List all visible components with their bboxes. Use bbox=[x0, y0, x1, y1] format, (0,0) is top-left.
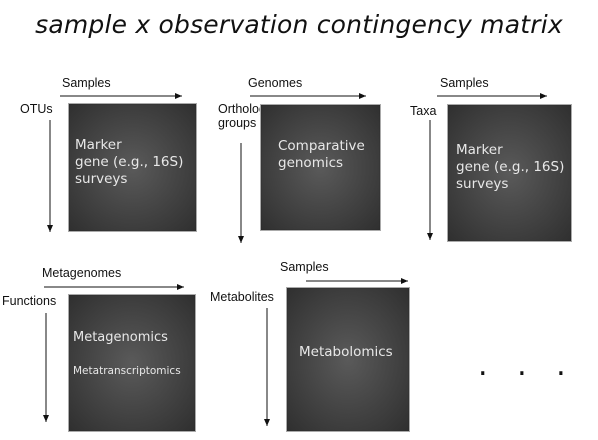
panel-1-box-line: gene (e.g., 16S) bbox=[75, 154, 184, 170]
panel-1-row-label: OTUs bbox=[20, 102, 53, 116]
panel-5-row-label: Metabolites bbox=[210, 290, 274, 304]
panel-3-box-line: surveys bbox=[456, 176, 509, 192]
panel-1-column-label: Samples bbox=[62, 76, 111, 90]
diagram-title: sample x observation contingency matrix bbox=[35, 10, 563, 39]
panel-2-column-label: Genomes bbox=[248, 76, 303, 90]
panel-4-column-label: Metagenomes bbox=[42, 266, 122, 280]
panel-1-box-line: Marker bbox=[75, 137, 122, 153]
ellipsis: . . . bbox=[478, 348, 576, 383]
panel-5-box-line: Metabolomics bbox=[299, 344, 393, 360]
panel-4-box-line: Metatranscriptomics bbox=[73, 365, 181, 377]
panel-2-row-label: Ortholog groups bbox=[218, 102, 266, 130]
panel-4-row-label: Functions bbox=[2, 294, 57, 308]
panel-5-matrix-box: Metabolomics bbox=[286, 287, 410, 432]
panel-4-matrix-box: Metagenomics Metatranscriptomics bbox=[68, 294, 196, 432]
panel-3-box-line: Marker bbox=[456, 142, 503, 158]
panel-2-box-line: genomics bbox=[278, 155, 344, 171]
panel-3-box-line: gene (e.g., 16S) bbox=[456, 159, 565, 175]
panel-1-box-line: surveys bbox=[75, 171, 128, 187]
panel-3-matrix-box: Marker gene (e.g., 16S) surveys bbox=[447, 104, 572, 242]
panel-5-column-label: Samples bbox=[280, 260, 329, 274]
panel-2-box-line: Comparative bbox=[278, 138, 365, 154]
panel-4-box-line: Metagenomics bbox=[73, 330, 168, 345]
panel-3-column-label: Samples bbox=[440, 76, 489, 90]
panel-3-row-label: Taxa bbox=[410, 104, 437, 118]
panel-2-matrix-box: Comparative genomics bbox=[260, 104, 381, 231]
panel-1-matrix-box: Marker gene (e.g., 16S) surveys bbox=[68, 103, 197, 232]
